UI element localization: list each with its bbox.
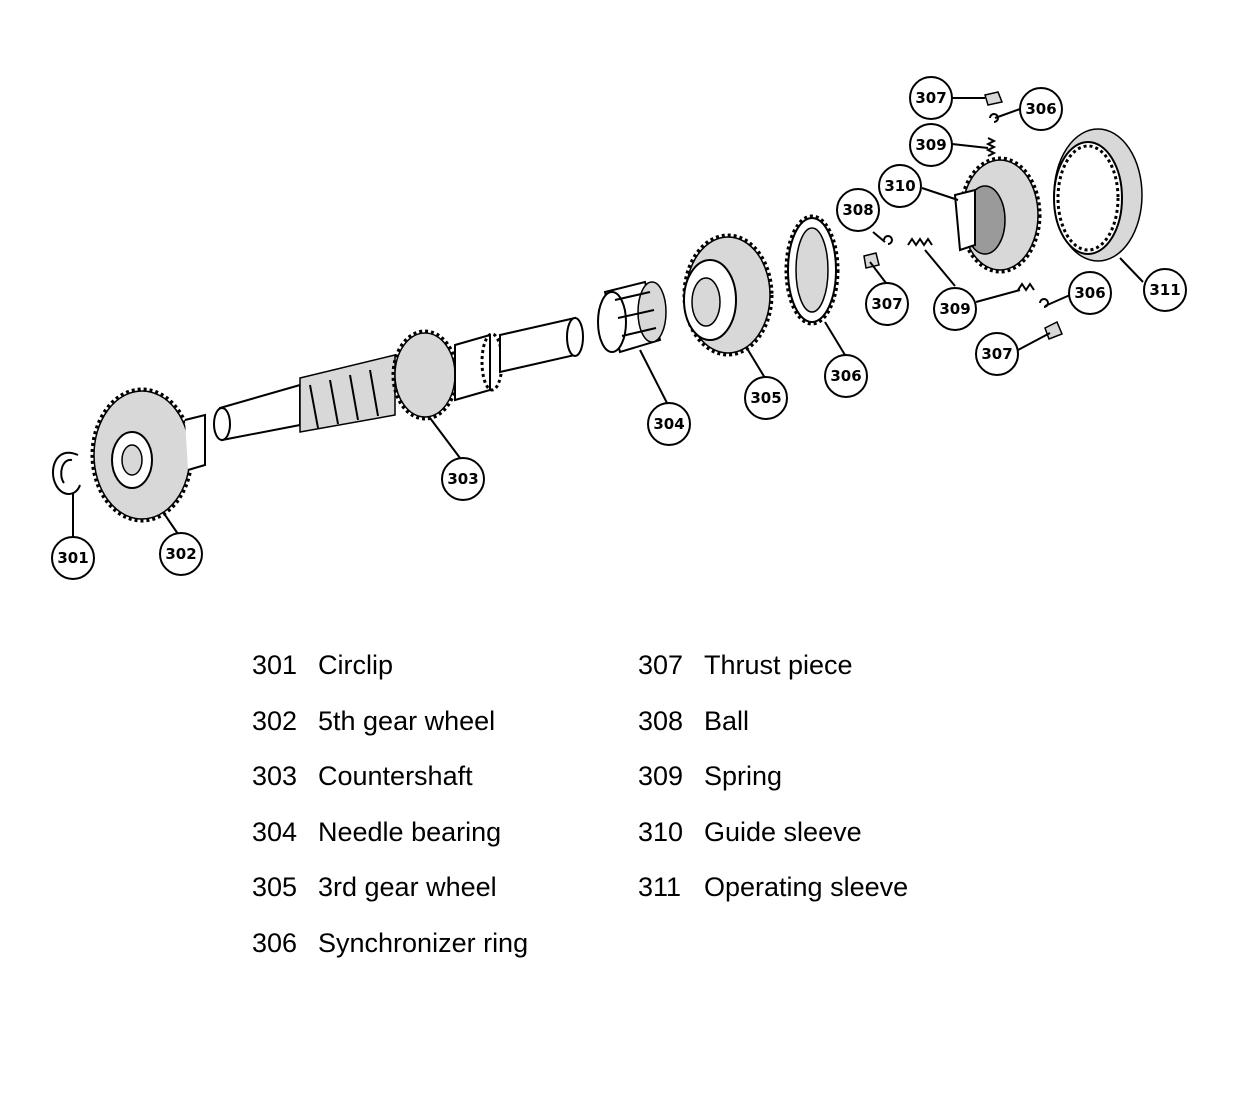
callout-302-label: 302 [165,545,196,563]
callout-303: 303 [441,457,485,501]
callout-305: 305 [744,376,788,420]
needle-bearing-part [597,280,667,354]
callout-309-top: 309 [909,123,953,167]
callout-308: 308 [836,188,880,232]
legend-label: Countershaft [318,761,473,791]
legend-number: 309 [638,761,684,791]
legend-number: 301 [252,650,298,680]
callout-306-label: 306 [1025,100,1056,118]
callout-303-label: 303 [447,470,478,488]
callout-306-right: 306 [1068,271,1112,315]
legend-number: 304 [252,816,298,847]
callout-310: 310 [878,164,922,208]
callout-309-middle: 309 [933,287,977,331]
callout-307-top: 307 [909,76,953,120]
legend-item: 305 3rd gear wheel [252,860,528,916]
legend-number: 306 [252,927,298,958]
legend-label: Circlip [318,650,394,680]
legend-item: 311 Operating sleeve [638,860,908,916]
exploded-parts-diagram: 301 302 303 304 305 306 306 306 307 307 … [51,76,1187,580]
callout-301-label: 301 [57,549,88,567]
legend-item: 301 Circlip [252,638,528,694]
callout-310-label: 310 [884,177,915,195]
callout-301: 301 [51,536,95,580]
callout-311-label: 311 [1149,281,1180,299]
legend-label: 5th gear wheel [318,705,496,736]
legend-label: Needle bearing [318,816,502,847]
countershaft-part [213,316,584,442]
legend-item: 304 Needle bearing [252,805,528,861]
circlip-part [52,451,81,495]
callout-307-label: 307 [915,89,946,107]
operating-sleeve-part [1053,128,1143,262]
legend-item: 307 Thrust piece [638,638,908,694]
callout-307-middle: 307 [865,282,909,326]
legend-label: Spring [704,761,783,791]
callout-306-label: 306 [830,367,861,385]
callout-304-label: 304 [653,415,684,433]
callout-306-synchronizer: 306 [824,354,868,398]
callout-307-label: 307 [981,345,1012,363]
legend-item: 308 Ball [638,694,908,750]
legend-column-2: 307 Thrust piece 308 Ball 309 Spring 310 Gui… [638,638,908,916]
legend-item: 309 Spring [638,749,908,805]
legend-label: Operating sleeve [704,872,909,902]
legend-label: 3rd gear wheel [318,872,497,902]
callout-306-top: 306 [1019,87,1063,131]
legend-item: 302 5th gear wheel [252,694,528,750]
legend-item: 303 Countershaft [252,749,528,805]
legend-column-1: 301 Circlip 302 5th gear wheel 303 Counters… [252,638,528,971]
legend-number: 308 [638,705,684,736]
legend-number: 303 [252,761,298,791]
legend-label: Ball [704,705,750,736]
legend-number: 302 [252,705,298,736]
callout-304: 304 [647,402,691,446]
leader-lines [72,97,1144,538]
legend-label: Thrust piece [704,650,853,680]
callout-309-label: 309 [939,300,970,318]
synchronizer-ring-part [784,214,840,326]
callout-302: 302 [159,532,203,576]
callout-307-bottom: 307 [975,332,1019,376]
small-parts [863,91,1063,340]
fifth-gear-wheel-part [90,387,206,523]
guide-sleeve-part [953,156,1042,274]
legend-number: 305 [252,872,298,902]
callout-307-label: 307 [871,295,902,313]
legend-number: 310 [638,816,684,847]
callout-306-label: 306 [1074,284,1105,302]
legend-number: 311 [638,872,682,902]
legend-number: 307 [638,650,684,680]
legend-item: 306 Synchronizer ring [252,916,528,972]
legend-item: 310 Guide sleeve [638,805,908,861]
callout-309-label: 309 [915,136,946,154]
callout-305-label: 305 [750,389,781,407]
third-gear-wheel-part [682,233,774,357]
callout-308-label: 308 [842,201,873,219]
legend-label: Guide sleeve [704,816,862,847]
legend-label: Synchronizer ring [318,927,529,958]
callout-311: 311 [1143,268,1187,312]
